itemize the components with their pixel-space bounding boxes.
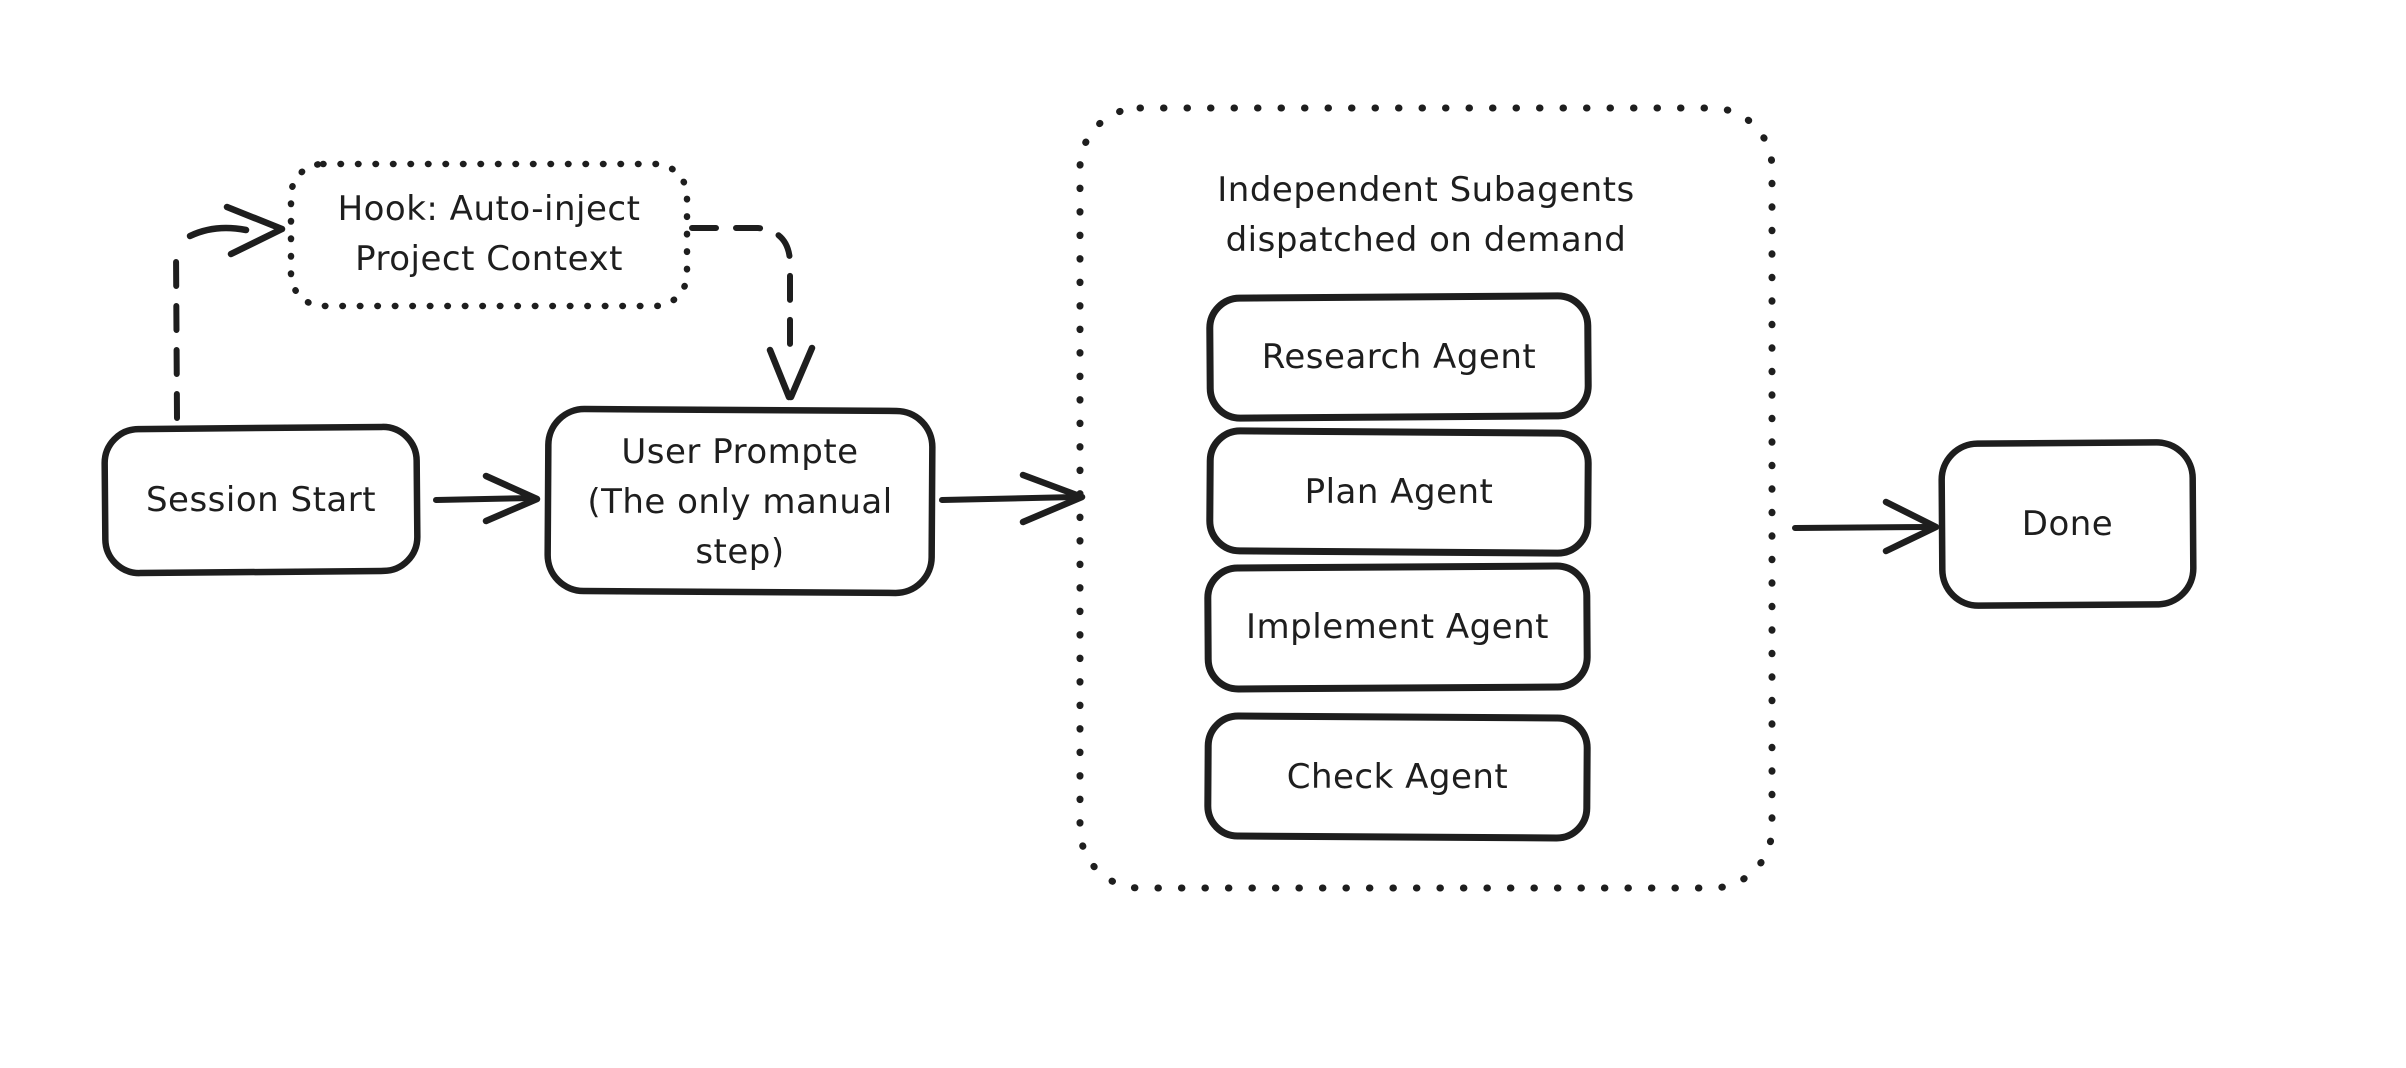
edge-subagents-to-done (1792, 498, 1940, 555)
research-agent-label: Research Agent (1261, 337, 1537, 377)
edge-hook-to-user-prompt (689, 225, 816, 401)
plan-agent-node (1206, 427, 1592, 557)
edge-user-prompt-to-subagents (939, 471, 1086, 526)
subagents-group-title: Independent Subagents dispatched on dema… (1080, 165, 1772, 265)
user-prompt-label-line1: User Prompte (621, 432, 859, 472)
done-label: Done (2021, 504, 2114, 544)
implement-agent-node (1204, 562, 1591, 693)
session-start-label: Session Start (145, 480, 377, 520)
hook-node (287, 160, 691, 310)
subagents-group-title-line2: dispatched on demand (1225, 220, 1627, 260)
user-prompt-node (544, 405, 936, 597)
check-agent-node (1204, 712, 1591, 842)
user-prompt-label: User Prompte (The only manual step) (548, 427, 932, 577)
implement-agent-label: Implement Agent (1246, 607, 1549, 647)
hook-label-line1: Hook: Auto-inject (337, 189, 641, 229)
plan-agent-label: Plan Agent (1304, 472, 1494, 512)
edge-session-start-to-hook (173, 203, 286, 421)
user-prompt-label-line3: step) (695, 532, 785, 572)
hook-label-line2: Project Context (355, 239, 623, 279)
edge-session-start-to-user-prompt (433, 472, 541, 525)
research-agent-node (1206, 292, 1592, 422)
user-prompt-label-line2: (The only manual (587, 482, 893, 522)
check-agent-label: Check Agent (1286, 757, 1509, 797)
done-node (1938, 439, 2197, 609)
hook-label: Hook: Auto-inject Project Context (291, 184, 687, 284)
session-start-node (101, 423, 421, 577)
subagents-group-container (1076, 104, 1776, 892)
subagents-group-title-line1: Independent Subagents (1217, 170, 1635, 210)
